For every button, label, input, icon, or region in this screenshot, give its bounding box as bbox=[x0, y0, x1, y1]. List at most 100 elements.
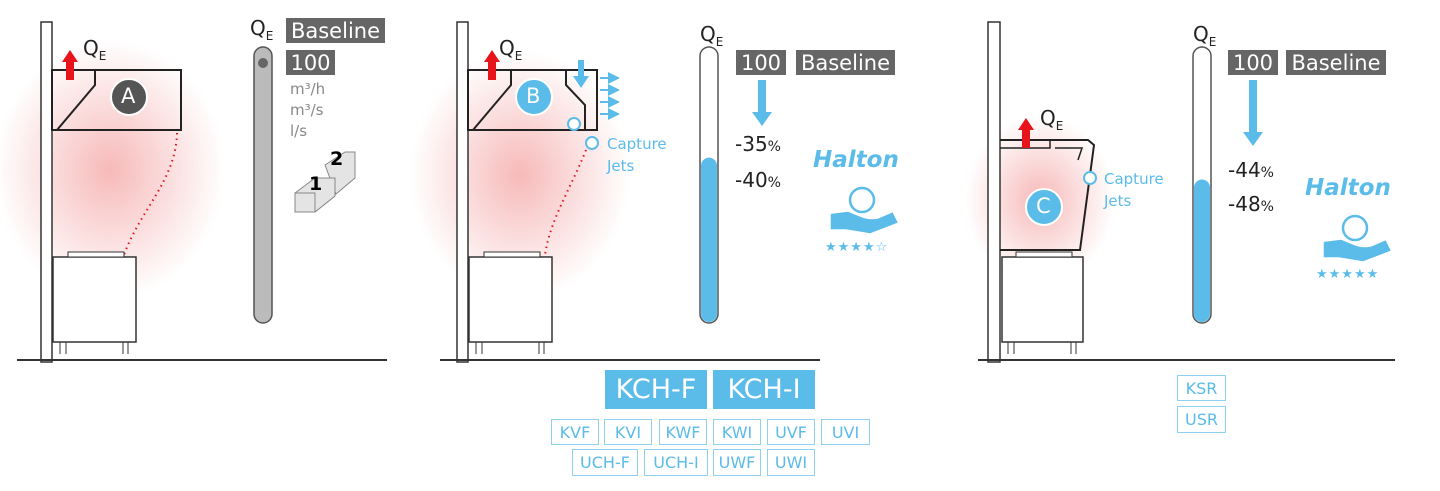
supply-jets-icon bbox=[600, 72, 620, 120]
qe-sub: E bbox=[514, 49, 523, 63]
exhaust-arrow-icon bbox=[1018, 118, 1034, 148]
reduction-2: -40% bbox=[735, 170, 781, 190]
capture-jet-icon bbox=[585, 136, 599, 150]
capture-jets-line1: Capture bbox=[607, 135, 667, 153]
baseline-label: Baseline bbox=[1286, 50, 1386, 75]
qe-label: QE bbox=[499, 38, 522, 62]
appliance bbox=[1001, 256, 1084, 343]
capture-jets-line1: Capture bbox=[1104, 170, 1164, 188]
heat-plume bbox=[0, 40, 225, 300]
exhaust-arrow-icon bbox=[62, 50, 78, 80]
panel-b-graphics bbox=[410, 21, 898, 363]
baseline-value: 100 bbox=[736, 50, 786, 75]
baseline-value: 100 bbox=[286, 50, 335, 75]
reduction-value: -40 bbox=[735, 168, 768, 192]
hand-coin-icon bbox=[1323, 214, 1391, 262]
reduction-1: -35% bbox=[735, 134, 781, 154]
tube-qe-label: QE bbox=[700, 24, 723, 48]
appliance bbox=[52, 256, 137, 343]
wall bbox=[456, 21, 469, 363]
qe-q: Q bbox=[700, 22, 716, 46]
halton-logo: Halton bbox=[813, 147, 899, 173]
panel-c-graphics bbox=[965, 21, 1395, 363]
product-ksr[interactable]: KSR bbox=[1177, 375, 1226, 401]
exhaust-arrow-icon bbox=[484, 50, 500, 80]
reduction-value: -35 bbox=[735, 132, 768, 156]
marker-b-label: B bbox=[526, 84, 541, 108]
marker-a bbox=[110, 78, 148, 116]
tube-fill bbox=[701, 157, 717, 322]
wall bbox=[40, 21, 53, 363]
reduction-1: -44% bbox=[1228, 160, 1274, 180]
hood bbox=[467, 69, 598, 131]
product-kvi[interactable]: KVI bbox=[604, 419, 652, 445]
hood bbox=[51, 69, 182, 131]
reduction-value: -44 bbox=[1228, 158, 1261, 182]
appliance bbox=[468, 256, 553, 343]
product-kwf[interactable]: KWF bbox=[659, 419, 707, 445]
reduction-2: -48% bbox=[1228, 194, 1274, 214]
qe-q: Q bbox=[250, 16, 266, 40]
rating-stars: ★★★★☆ bbox=[825, 240, 889, 255]
qe-q: Q bbox=[1040, 106, 1056, 130]
hand-coin-icon bbox=[830, 186, 898, 234]
qe-sub: E bbox=[265, 29, 274, 43]
reduction-arrow-icon bbox=[1243, 80, 1263, 146]
reduction-unit: % bbox=[767, 175, 781, 191]
unit-m3s: m³/s bbox=[290, 101, 324, 119]
product-uch-f[interactable]: UCH-F bbox=[572, 449, 638, 476]
qe-q: Q bbox=[499, 36, 515, 60]
qe-q: Q bbox=[83, 36, 99, 60]
reduction-unit: % bbox=[767, 139, 781, 155]
product-uvf[interactable]: UVF bbox=[767, 419, 815, 445]
marker-c bbox=[1025, 188, 1063, 226]
cube-label-1: 1 bbox=[309, 173, 323, 195]
qe-q: Q bbox=[1193, 22, 1209, 46]
product-uch-i[interactable]: UCH-I bbox=[644, 449, 708, 476]
capture-jet-icon bbox=[1083, 171, 1097, 185]
baseline-label: Baseline bbox=[286, 18, 385, 43]
qe-sub: E bbox=[715, 35, 724, 49]
marker-a-label: A bbox=[121, 84, 136, 108]
unit-ls: l/s bbox=[290, 122, 308, 140]
halton-logo: Halton bbox=[1305, 175, 1391, 201]
baseline-value: 100 bbox=[1228, 50, 1278, 75]
product-uwi[interactable]: UWI bbox=[767, 449, 815, 476]
tube-qe-label: QE bbox=[1193, 24, 1216, 48]
tube-qe-label: QE bbox=[250, 18, 273, 42]
wall bbox=[987, 21, 1001, 363]
unit-m3h: m³/h bbox=[290, 80, 326, 98]
marker-b bbox=[515, 78, 553, 116]
cube-icon bbox=[294, 151, 356, 213]
capture-jets-line2: Jets bbox=[1104, 192, 1132, 210]
capture-jet-icon bbox=[567, 117, 581, 131]
reduction-unit: % bbox=[1260, 165, 1274, 181]
qe-sub: E bbox=[98, 49, 107, 63]
product-kch-f[interactable]: KCH-F bbox=[605, 370, 707, 409]
rating-stars: ★★★★★ bbox=[1316, 267, 1380, 282]
hood bbox=[1000, 139, 1096, 251]
qe-label: QE bbox=[1040, 108, 1063, 132]
qe-sub: E bbox=[1055, 119, 1064, 133]
cube-label-2: 2 bbox=[330, 148, 344, 170]
product-uvi[interactable]: UVI bbox=[821, 419, 870, 445]
product-kch-i[interactable]: KCH-I bbox=[713, 370, 815, 409]
product-kwi[interactable]: KWI bbox=[713, 419, 761, 445]
panel-a-graphics bbox=[0, 21, 387, 363]
marker-c-label: C bbox=[1036, 194, 1051, 218]
product-usr[interactable]: USR bbox=[1177, 406, 1226, 433]
capture-jets-line2: Jets bbox=[607, 157, 635, 175]
qe-sub: E bbox=[1208, 35, 1217, 49]
supply-arrow-icon bbox=[573, 60, 589, 88]
product-uwf[interactable]: UWF bbox=[713, 449, 761, 476]
baseline-label: Baseline bbox=[796, 50, 895, 75]
product-kvf[interactable]: KVF bbox=[551, 419, 599, 445]
tube-fill bbox=[1194, 179, 1210, 322]
qe-label: QE bbox=[83, 38, 106, 62]
reduction-value: -48 bbox=[1228, 192, 1261, 216]
airflow-tube bbox=[253, 46, 273, 324]
reduction-unit: % bbox=[1260, 199, 1274, 215]
